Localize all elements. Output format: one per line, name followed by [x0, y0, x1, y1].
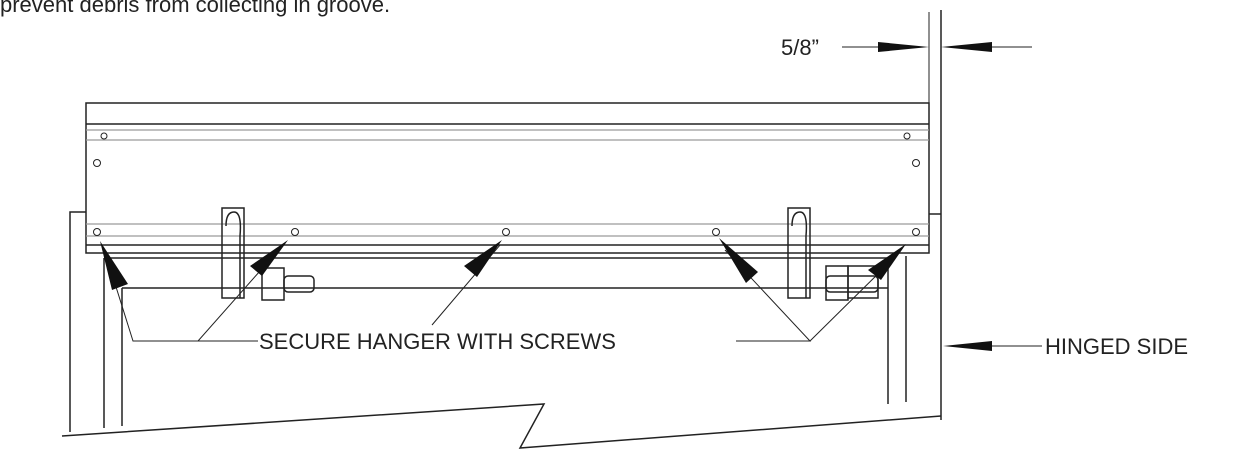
screws	[93, 132, 920, 236]
dimension-arrow-right	[941, 42, 992, 52]
leader-arrowheads	[100, 238, 906, 290]
dimension-label: 5/8”	[781, 35, 819, 60]
hanger-rail	[85, 102, 930, 254]
arrowhead-3	[464, 240, 502, 277]
arrowhead-4	[719, 238, 758, 283]
left-hanger-bracket	[221, 207, 315, 301]
right-hanger-bracket	[787, 207, 879, 301]
hinged-side-label: HINGED SIDE	[1045, 334, 1188, 359]
dimension-arrow-left	[878, 42, 929, 52]
secure-hanger-label: SECURE HANGER WITH SCREWS	[259, 329, 616, 354]
secure-leaders	[105, 244, 891, 342]
reference-lines	[928, 10, 942, 420]
hinged-arrowhead	[943, 341, 992, 351]
caption-text: prevent debris from collecting in groove…	[0, 0, 391, 17]
dimension-arrows	[842, 42, 1032, 52]
arrowhead-2	[250, 240, 288, 276]
hinged-arrow	[943, 341, 1042, 351]
arrowhead-5	[868, 244, 906, 280]
arrowhead-1	[100, 241, 128, 290]
